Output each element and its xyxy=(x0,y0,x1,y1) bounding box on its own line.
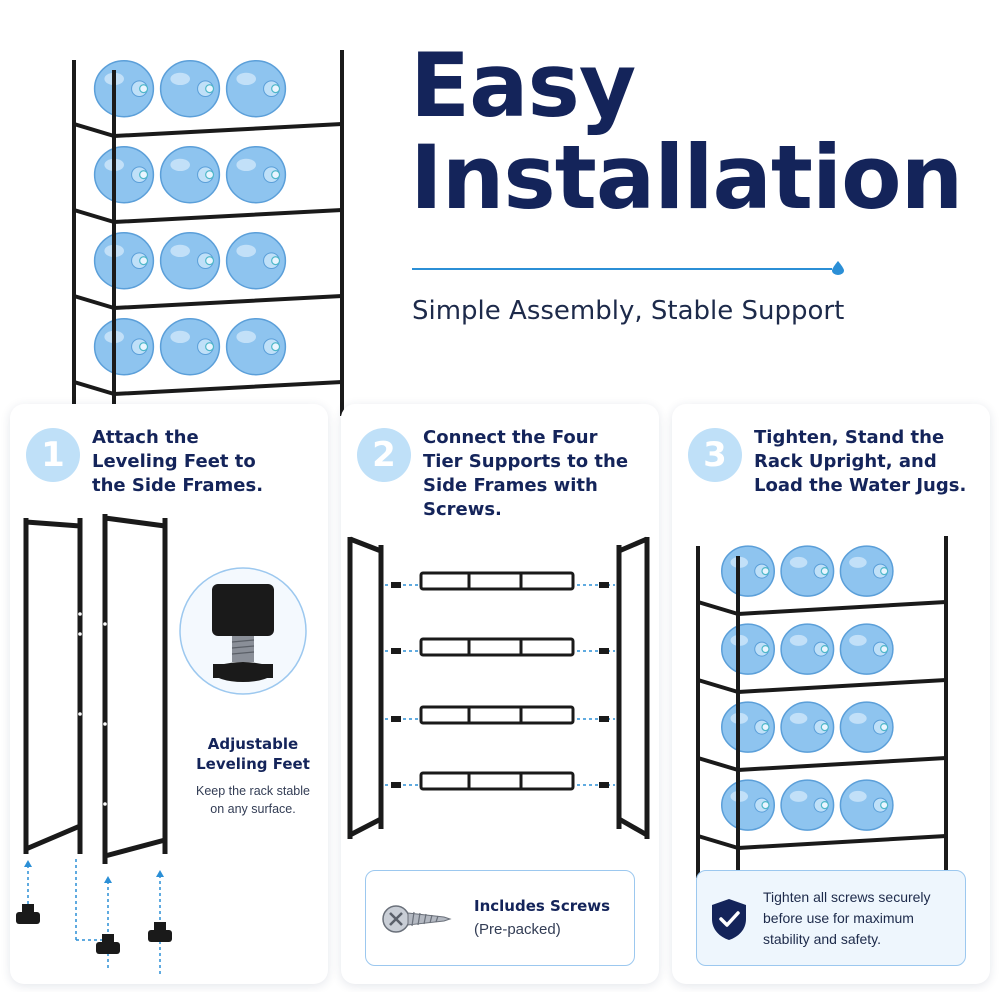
feet-title-line: Adjustable xyxy=(207,735,299,753)
step-text-line: the Side Frames. xyxy=(92,475,264,496)
tier-support xyxy=(385,571,615,591)
step-card-3: 3 Tighten, Stand the Rack Upright, and L… xyxy=(672,404,990,984)
water-jug xyxy=(839,623,894,675)
water-jug xyxy=(721,779,775,831)
step-instruction: Attach the Leveling Feet to the Side Fra… xyxy=(92,426,324,498)
step-text-line: Tier Supports to the xyxy=(423,451,629,472)
safety-text-line: stability and safety. xyxy=(763,931,882,947)
water-jug xyxy=(780,623,835,675)
water-jug xyxy=(93,317,155,376)
step-text-line: Rack Upright, and xyxy=(754,451,937,472)
safety-text: Tighten all screws securely before use f… xyxy=(763,887,963,950)
step-text-line: Attach the xyxy=(92,427,199,448)
water-jug xyxy=(721,701,775,753)
water-jug xyxy=(225,317,287,376)
water-jug xyxy=(780,701,835,753)
title-line-1: Easy xyxy=(410,34,636,137)
step-number-badge: 1 xyxy=(26,428,80,482)
side-frames-illustration xyxy=(16,514,172,974)
safety-text-line: Tighten all screws securely xyxy=(763,889,931,905)
water-jug xyxy=(839,701,894,753)
step-text-line: Tighten, Stand the xyxy=(754,427,945,448)
hero-rack-image xyxy=(72,50,344,434)
water-jug xyxy=(159,145,221,204)
screws-info-box: Includes Screws (Pre-packed) xyxy=(365,870,635,966)
water-jug xyxy=(159,59,221,118)
shield-check-icon xyxy=(712,899,746,940)
water-jug xyxy=(721,623,775,675)
page-subtitle: Simple Assembly, Stable Support xyxy=(412,296,845,326)
step-instruction: Connect the Four Tier Supports to the Si… xyxy=(423,426,655,522)
screws-subtitle: (Pre-packed) xyxy=(474,921,561,938)
feet-desc-line: on any surface. xyxy=(210,802,296,816)
water-jug xyxy=(780,545,835,597)
water-jug xyxy=(225,59,287,118)
title-divider xyxy=(412,268,832,270)
water-jug xyxy=(159,231,221,290)
feet-desc-line: Keep the rack stable xyxy=(196,784,310,798)
step-card-2: 2 Connect the Four Tier Supports to the … xyxy=(341,404,659,984)
title-line-2: Installation xyxy=(410,126,963,229)
safety-text-line: before use for maximum xyxy=(763,910,914,926)
step-number-badge: 3 xyxy=(688,428,742,482)
water-jug xyxy=(159,317,221,376)
water-jug xyxy=(780,779,835,831)
water-jug xyxy=(93,231,155,290)
feet-callout-title: Adjustable Leveling Feet xyxy=(186,734,320,774)
step-text-line: Leveling Feet to xyxy=(92,451,256,472)
water-jug xyxy=(225,145,287,204)
step-text-line: Load the Water Jugs. xyxy=(754,475,967,496)
tier-support xyxy=(385,705,615,725)
water-jug xyxy=(93,145,155,204)
leveling-foot-small xyxy=(16,904,172,954)
step-number-badge: 2 xyxy=(357,428,411,482)
screw-icon xyxy=(382,905,452,933)
water-jug xyxy=(225,231,287,290)
tier-support xyxy=(385,771,615,791)
water-jug xyxy=(839,545,894,597)
screws-title: Includes Screws xyxy=(474,897,611,915)
step-card-1: 1 Attach the Leveling Feet to the Side F… xyxy=(10,404,328,984)
tier-support xyxy=(385,637,615,657)
page-title: Easy Installation xyxy=(410,40,990,224)
loaded-rack-illustration xyxy=(696,536,948,888)
water-jug xyxy=(721,545,775,597)
tier-supports-illustration xyxy=(347,536,650,839)
safety-info-box: Tighten all screws securely before use f… xyxy=(696,870,966,966)
water-drop-icon xyxy=(832,261,844,275)
leveling-foot-closeup xyxy=(179,567,307,695)
step-instruction: Tighten, Stand the Rack Upright, and Loa… xyxy=(754,426,986,498)
feet-callout-desc: Keep the rack stable on any surface. xyxy=(186,782,320,818)
water-jug xyxy=(93,59,155,118)
step-text-line: Side Frames with Screws. xyxy=(423,475,598,520)
water-jug xyxy=(839,779,894,831)
step-text-line: Connect the Four xyxy=(423,427,598,448)
feet-title-line: Leveling Feet xyxy=(196,755,310,773)
